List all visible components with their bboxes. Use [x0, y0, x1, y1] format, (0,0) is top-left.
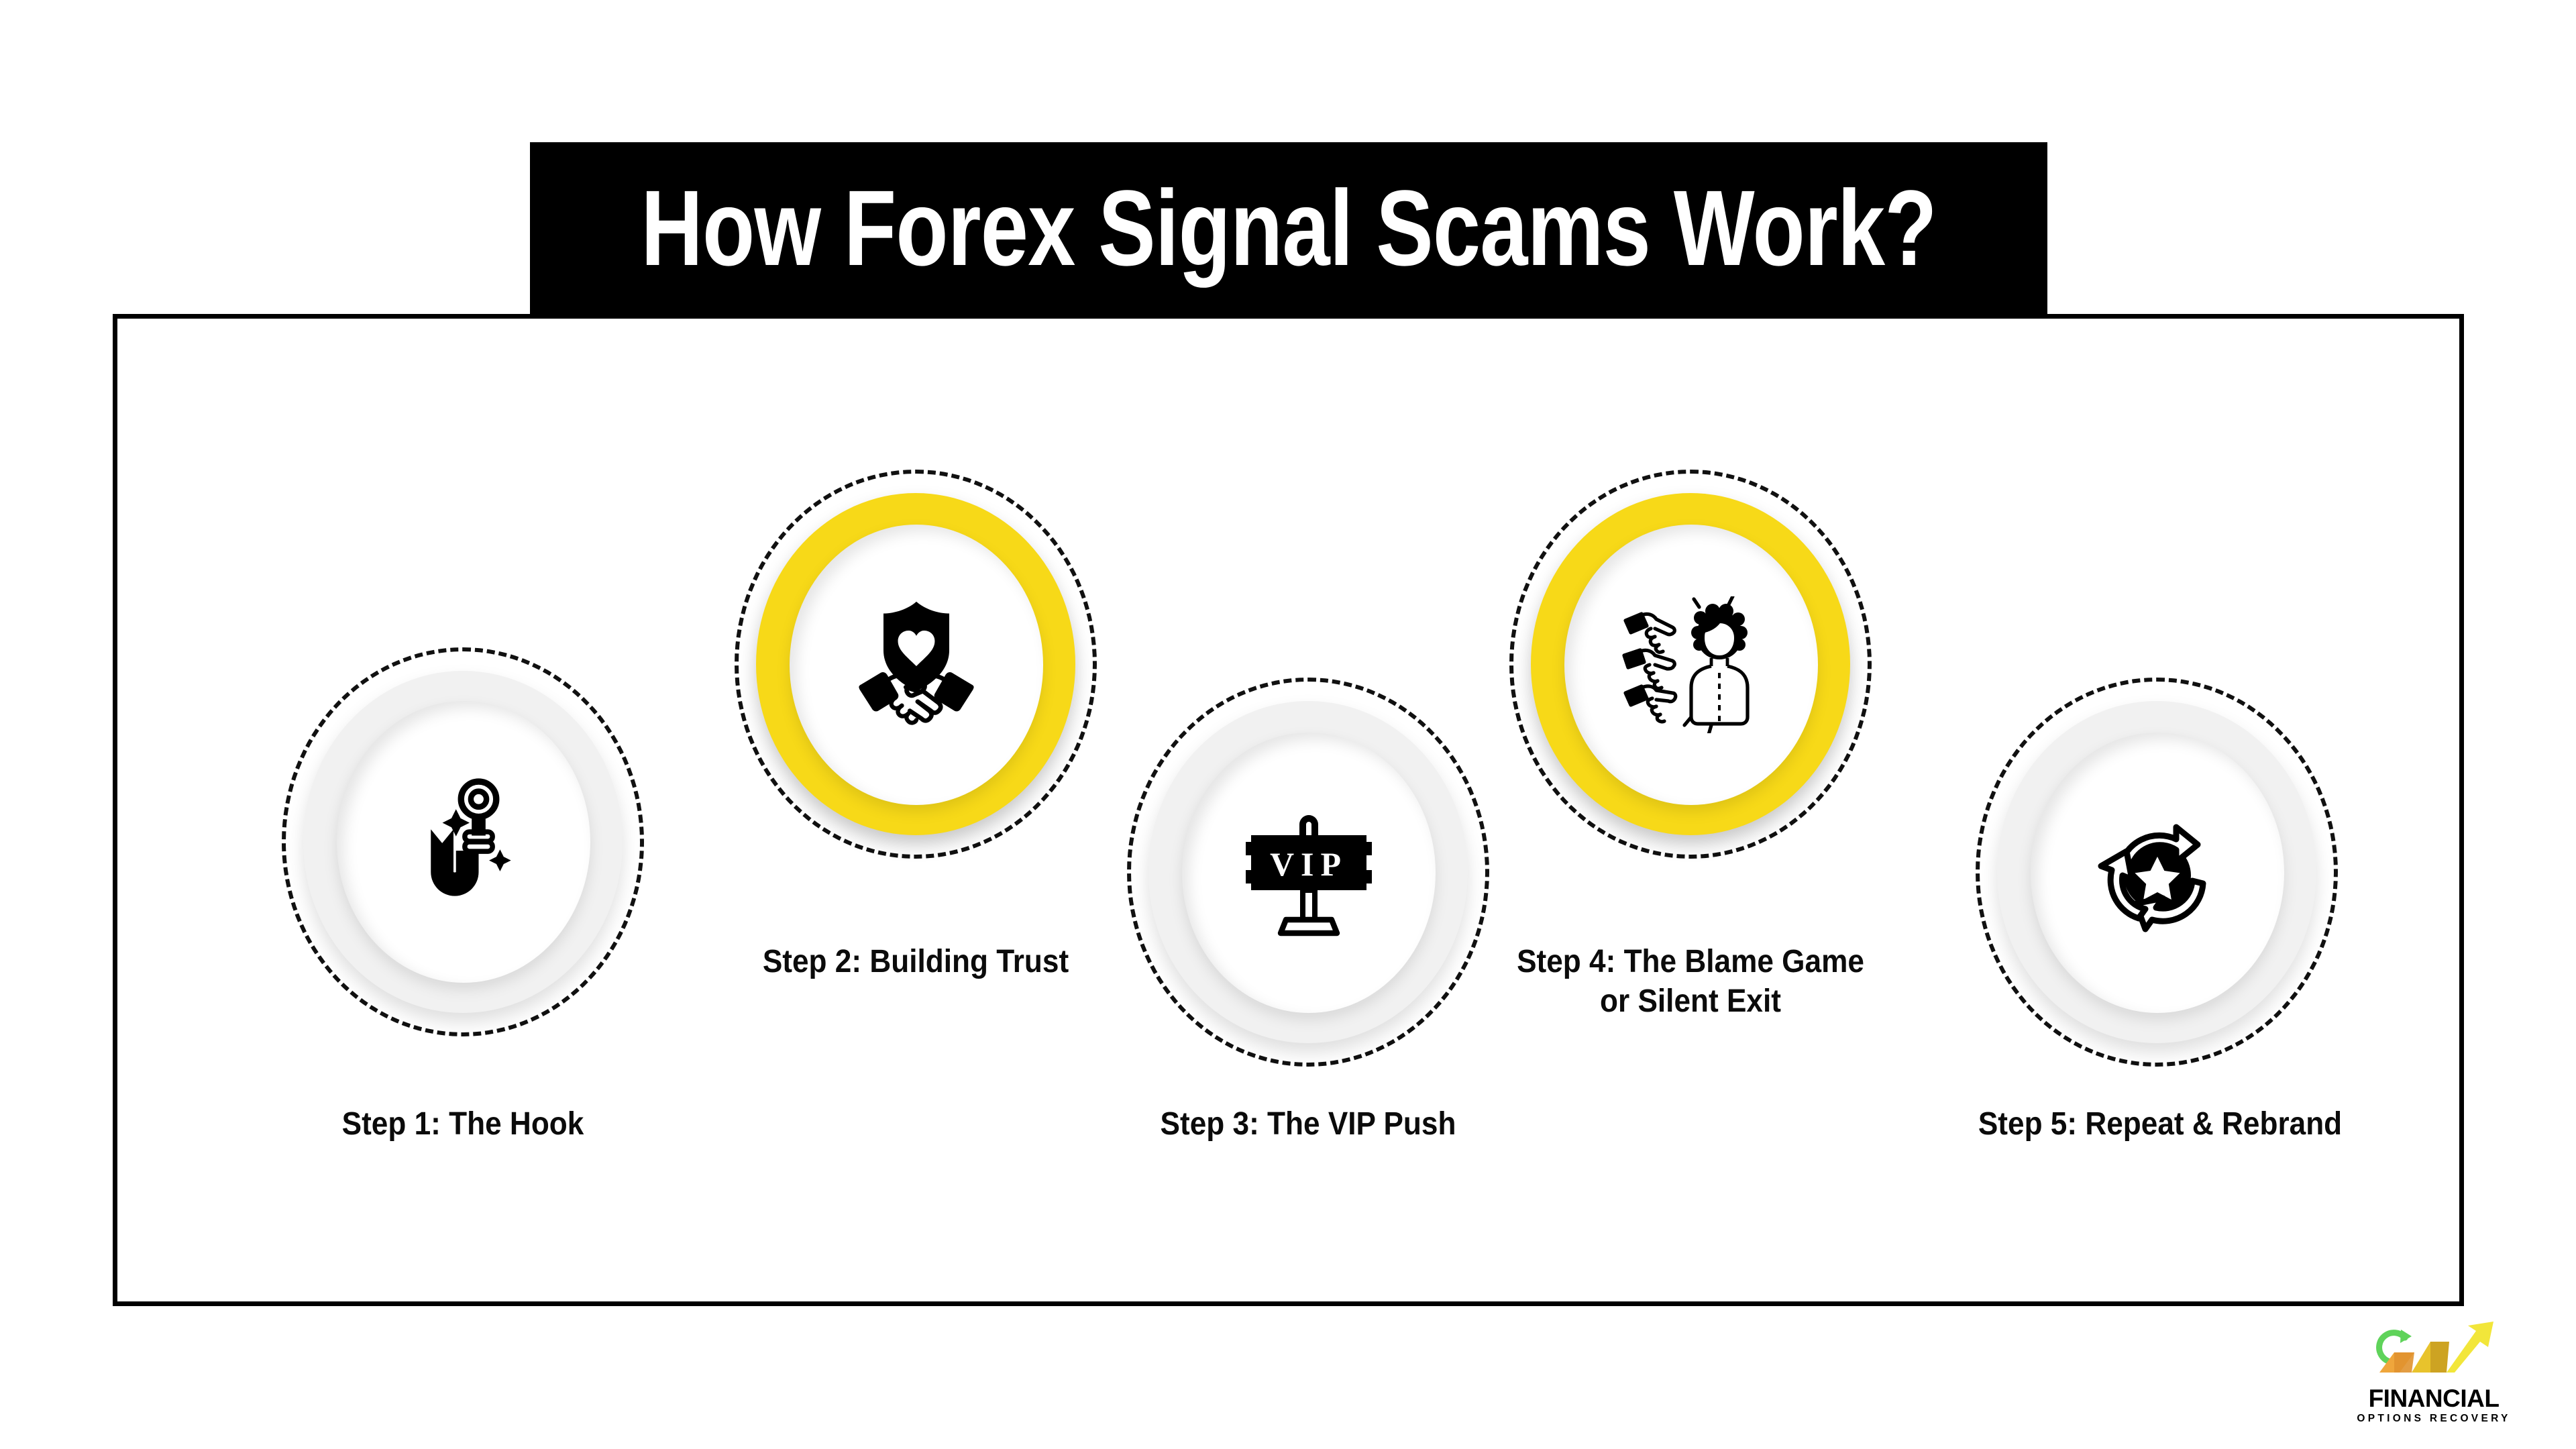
- handshake-shield-heart-icon: [859, 601, 974, 725]
- step-1-icon-disc[interactable]: [337, 701, 590, 983]
- brand-logo[interactable]: FINANCIAL OPTIONS RECOVERY: [2333, 1320, 2534, 1428]
- step-4-icon-disc[interactable]: [1564, 525, 1818, 805]
- recycle-star-refresh-icon: [2098, 824, 2206, 932]
- step-4-label: Step 4: The Blame Game or Silent Exit: [1517, 944, 1864, 1019]
- svg-text:VIP: VIP: [1270, 845, 1348, 883]
- step-1-dashed-ring: [282, 647, 644, 1036]
- step-4-dashed-ring: [1509, 470, 1872, 859]
- growth-arrow-chart-icon: [2376, 1322, 2493, 1373]
- logo-tagline: OPTIONS RECOVERY: [2357, 1413, 2511, 1424]
- step-5-label: Step 5: Repeat & Rebrand: [1978, 1106, 2343, 1142]
- title-banner: How Forex Signal Scams Work?: [530, 142, 2047, 314]
- step-1-label: Step 1: The Hook: [341, 1106, 584, 1142]
- step-5-dashed-ring: [1976, 678, 2338, 1067]
- step-3-label: Step 3: The VIP Push: [1160, 1106, 1456, 1142]
- step-5-icon-disc[interactable]: [2031, 733, 2284, 1013]
- page-title: How Forex Signal Scams Work?: [641, 168, 1937, 288]
- vip-signboard-icon: VIP: [1246, 815, 1372, 936]
- step-2-label: Step 2: Building Trust: [762, 944, 1069, 979]
- step-3-icon-disc[interactable]: VIP: [1182, 733, 1436, 1013]
- step-3-dashed-ring: [1127, 678, 1489, 1067]
- logo-wordmark: FINANCIAL: [2368, 1385, 2500, 1412]
- fish-hook-icon: [431, 778, 511, 896]
- step-2-dashed-ring: [735, 470, 1097, 859]
- step-2-icon-disc[interactable]: [790, 525, 1043, 805]
- pointing-fingers-blame-icon: [1622, 596, 1750, 733]
